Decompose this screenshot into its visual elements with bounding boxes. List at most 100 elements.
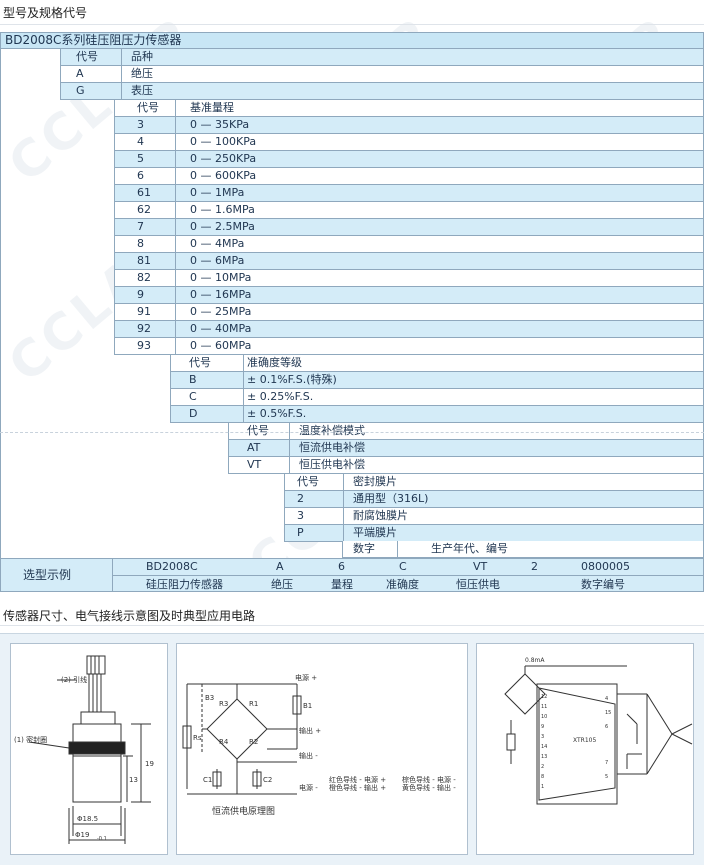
dim-13: 13 xyxy=(129,776,138,784)
pin: 12 xyxy=(541,694,547,700)
example-diaphragm: 2 xyxy=(531,560,538,573)
pin: 3 xyxy=(541,734,544,740)
variety-code: A xyxy=(76,67,84,80)
legend-1: 红色导线 - 电源 + xyxy=(329,775,386,784)
diaphragm-name: 平端膜片 xyxy=(353,526,397,539)
divider xyxy=(0,625,704,626)
pin: 9 xyxy=(541,724,544,730)
lead-label: (2) 引线 xyxy=(61,675,87,684)
diaphragm-row: 代号 密封膜片 xyxy=(284,474,704,491)
example-comp: VT xyxy=(473,560,488,573)
accuracy-row: B± 0.1%F.S.(特殊) xyxy=(170,372,704,389)
variety-name: 表压 xyxy=(131,84,153,97)
divider xyxy=(0,24,704,25)
label-r1: R1 xyxy=(249,700,258,708)
range-row: 8 0 — 4MPa xyxy=(114,236,704,253)
dim-d2-tol: -0.1 xyxy=(97,836,107,842)
chip-label: XTR105 xyxy=(573,737,596,744)
range-code: 5 xyxy=(137,152,144,165)
pin: 7 xyxy=(605,760,608,766)
range-name: 0 — 35KPa xyxy=(190,118,250,131)
range-row: 61 0 — 1MPa xyxy=(114,185,704,202)
range-name: 0 — 600KPa xyxy=(190,169,257,182)
accuracy-row: C± 0.25%F.S. xyxy=(170,389,704,406)
circuit-diagram: B3 R3 R1 B1 R4 R2 Rs C1 C2 电源 + 输出 + 输出 … xyxy=(176,643,468,855)
label-r3: R3 xyxy=(219,700,228,708)
range-code: 61 xyxy=(137,186,151,199)
range-name: 0 — 1.6MPa xyxy=(190,203,255,216)
diaphragm-code: 3 xyxy=(297,509,304,522)
range-code: 6 xyxy=(137,169,144,182)
application-diagram: 0.8mA XTR105 12 11 10 9 3 14 13 2 8 1 4 … xyxy=(476,643,694,855)
label-c2: C2 xyxy=(263,776,272,784)
range-code: 8 xyxy=(137,237,144,250)
label-b3: B3 xyxy=(205,694,214,702)
seal-label: (1) 密封圈 xyxy=(14,735,47,744)
digits-row: 数字 生产年代、编号 xyxy=(342,541,704,558)
range-code: 92 xyxy=(137,322,151,335)
dim-d2: Φ19 xyxy=(75,831,89,839)
example-label: 选型示例 xyxy=(1,559,113,591)
range-name: 0 — 1MPa xyxy=(190,186,245,199)
example-comp-desc: 恒压供电 xyxy=(456,578,500,591)
label-r2: R2 xyxy=(249,738,258,746)
accuracy-name: 准确度等级 xyxy=(247,356,302,369)
pin: 5 xyxy=(605,774,608,780)
range-name: 0 — 100KPa xyxy=(190,135,257,148)
range-code: 81 xyxy=(137,254,151,267)
compensation-name: 温度补偿模式 xyxy=(299,424,365,437)
range-code: 代号 xyxy=(137,101,159,114)
diaphragm-code: 2 xyxy=(297,492,304,505)
dim-d1: Φ18.5 xyxy=(77,815,98,823)
pin: 10 xyxy=(541,714,547,720)
compensation-code: AT xyxy=(247,441,261,454)
label-r4: R4 xyxy=(219,738,229,746)
example-serial-desc: 数字编号 xyxy=(581,578,625,591)
compensation-code: 代号 xyxy=(247,424,269,437)
pin: 11 xyxy=(541,704,547,710)
diaphragm-row: 2 通用型（316L) xyxy=(284,491,704,508)
series-title: BD2008C系列硅压阻压力传感器 xyxy=(0,32,704,49)
example-range: 6 xyxy=(338,560,345,573)
left-border xyxy=(0,49,1,568)
range-code: 62 xyxy=(137,203,151,216)
range-code: 91 xyxy=(137,305,151,318)
diagrams-heading: 传感器尺寸、电气接线示意图及时典型应用电路 xyxy=(3,609,256,623)
range-code: 9 xyxy=(137,288,144,301)
dimension-diagram: (2) 引线 (1) 密封圈 13 19 Φ18.5 Φ19 -0.1 xyxy=(10,643,168,855)
legend-2: 橙色导线 - 输出 + xyxy=(329,783,386,792)
digits-code: 数字 xyxy=(353,542,375,555)
range-name: 0 — 4MPa xyxy=(190,237,245,250)
label-c1: C1 xyxy=(203,776,212,784)
pin: 15 xyxy=(605,710,611,716)
legend-4: 黄色导线 - 输出 - xyxy=(402,783,456,792)
pin: 8 xyxy=(541,774,544,780)
diaphragm-name: 通用型（316L) xyxy=(353,492,429,505)
compensation-row: 代号 温度补偿模式 xyxy=(228,423,704,440)
diaphragm-code: 代号 xyxy=(297,475,319,488)
compensation-name: 恒压供电补偿 xyxy=(299,458,365,471)
example-variety-desc: 绝压 xyxy=(271,578,293,591)
range-code: 82 xyxy=(137,271,151,284)
example-model: BD2008C xyxy=(146,560,198,573)
diaphragm-name: 密封膜片 xyxy=(353,475,397,488)
accuracy-code: D xyxy=(189,407,198,420)
dimension-drawing: (2) 引线 (1) 密封圈 13 19 Φ18.5 Φ19 -0.1 xyxy=(14,655,154,844)
label-vminus: 电源 - xyxy=(299,783,318,792)
accuracy-row: 代号准确度等级 xyxy=(170,355,704,372)
circuit-caption: 恒流供电原理图 xyxy=(212,805,275,817)
accuracy-name: ± 0.1%F.S.(特殊) xyxy=(247,373,337,386)
pin: 13 xyxy=(541,754,547,760)
example-row: 选型示例 BD2008C A 6 C VT 2 0800005 硅压阻力传感器 … xyxy=(0,558,704,592)
